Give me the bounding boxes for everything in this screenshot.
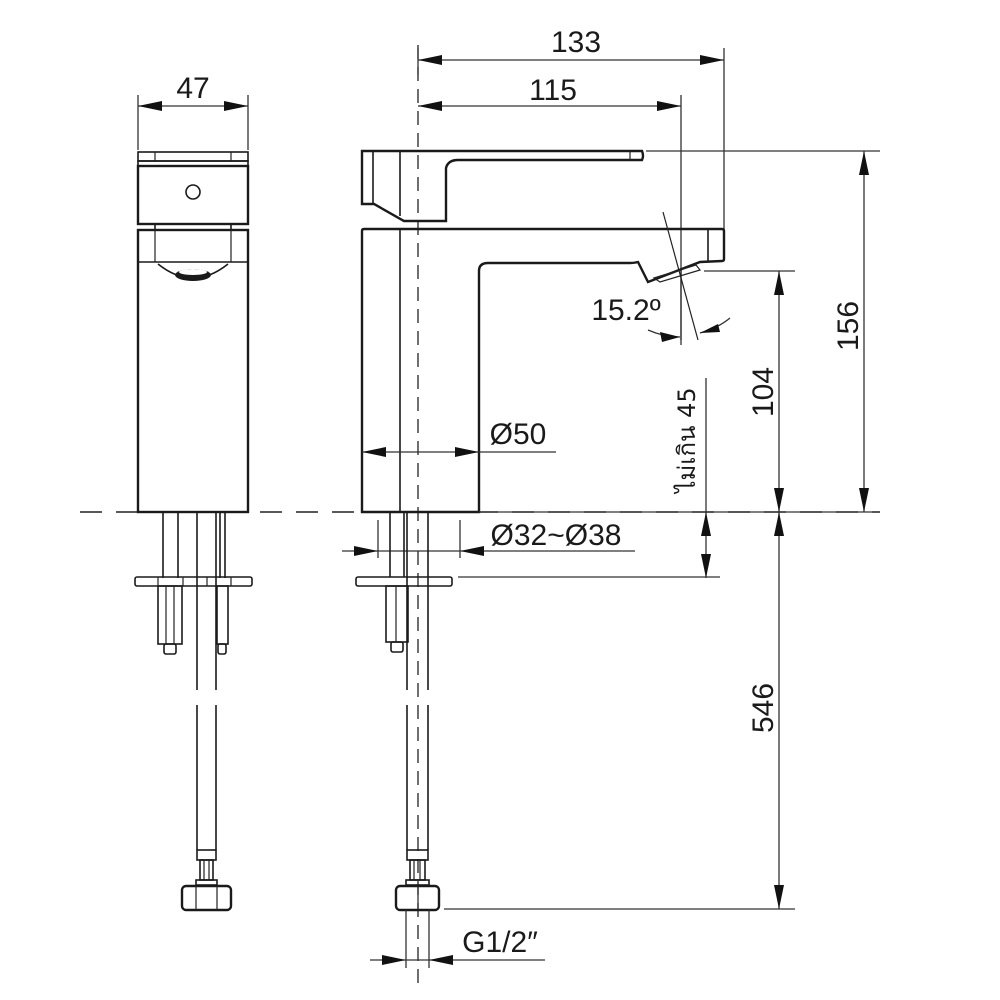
front-view: 133 115 15.2º Ø50: [342, 26, 880, 990]
handle-indicator-icon: [185, 184, 201, 200]
side-width-label: 47: [176, 72, 209, 105]
body-diameter-label: Ø50: [490, 418, 547, 451]
faucet-body: [360, 227, 726, 514]
hose-length-label: 546: [747, 683, 780, 733]
total-height-label: 156: [832, 301, 865, 351]
max-counter-thickness-label: ไม่เกิน 45: [673, 387, 701, 494]
hex-nut-icon: [180, 884, 233, 912]
side-view: 47: [134, 72, 253, 912]
hole-diameter-label: Ø32~Ø38: [491, 519, 622, 552]
spout-height-label: 104: [747, 367, 780, 417]
spout-angle-label: 15.2º: [591, 294, 660, 327]
spout-reach-label: 115: [529, 74, 577, 107]
connection-thread-label: G1/2″: [462, 926, 538, 959]
mounting-washer: [355, 576, 453, 587]
lever-handle: [360, 149, 645, 223]
overall-length-label: 133: [551, 26, 601, 59]
